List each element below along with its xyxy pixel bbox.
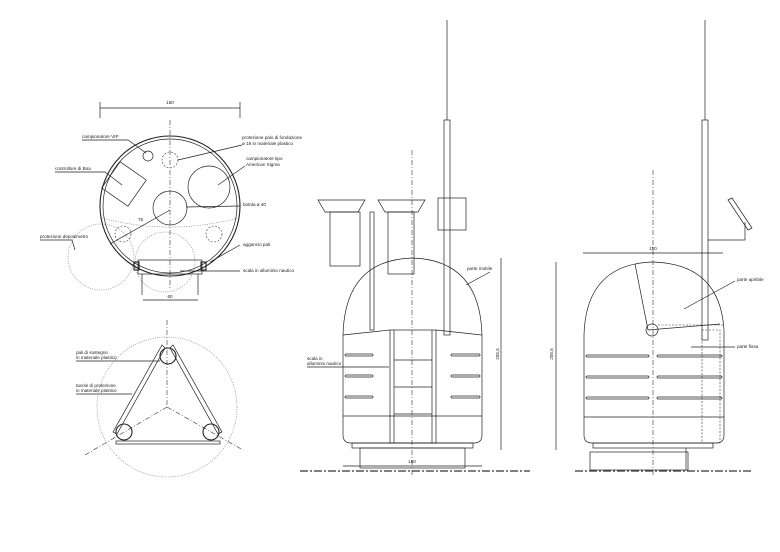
axis-line — [84, 406, 168, 456]
instrument-box — [437, 197, 467, 231]
mast — [701, 119, 709, 341]
label-opening-part: parte apribile — [737, 277, 764, 282]
axis-line — [166, 406, 244, 451]
sampler-funnel — [377, 199, 426, 213]
support-pole — [202, 423, 220, 441]
foundation-pole — [205, 225, 223, 243]
plan-view: 150 75 60 campionatore VIP protezione pa… — [40, 100, 302, 301]
label-vip-sampler: campionatore VIP — [82, 134, 119, 139]
side-view: 150 205,5 parte apribile parte fissa — [549, 20, 764, 475]
front-width-dim: 150 — [408, 459, 416, 464]
hook — [200, 261, 207, 271]
label-buoy-controller: controllore di Boa — [55, 166, 91, 171]
front-height-dim: 205,5 — [495, 348, 500, 360]
leader — [55, 171, 123, 186]
base-dim: 60 — [167, 294, 173, 299]
sigma-sampler — [187, 165, 231, 209]
sampler-funnel — [317, 199, 366, 213]
support-rod — [369, 211, 375, 331]
protection-board — [112, 344, 166, 435]
support-view: pali di sostegno in materiale plastico t… — [76, 320, 244, 478]
base-plate — [592, 442, 714, 449]
label-foundation-2: ø 18 in materiale plastico — [242, 141, 294, 146]
vip-sampler — [142, 150, 154, 162]
leader — [82, 139, 147, 154]
slots — [584, 354, 724, 418]
label-sigma-1: campionatore tipo — [246, 156, 283, 161]
label-pole-hook: aggancio pali — [243, 242, 270, 247]
label-deposimeter: protezione deposimetro — [40, 234, 88, 239]
sampler-body — [329, 211, 361, 267]
deposimeter-circle — [134, 231, 196, 293]
leader — [465, 271, 491, 286]
leader — [683, 280, 736, 310]
label-poles-2: in materiale plastico — [76, 355, 117, 360]
foundation-pole — [114, 225, 132, 243]
label-fixed-part: parte fissa — [737, 344, 759, 349]
solar-panel — [727, 197, 753, 231]
leader — [185, 205, 241, 208]
side-width-dim: 150 — [649, 246, 657, 251]
label-boards-2: in materiale plastico — [76, 388, 117, 393]
label-foundation-1: protezione palo di fondazione — [242, 135, 302, 140]
dome-edge — [342, 329, 391, 336]
leader — [177, 144, 243, 161]
label-hatch: botola ø 40 — [243, 202, 266, 207]
label-boards-1: tavole di protezione — [76, 383, 116, 388]
hinge — [645, 323, 659, 337]
label-ladder-1: scala in — [307, 356, 323, 361]
foundation — [359, 447, 466, 469]
leader — [40, 239, 76, 251]
base-plate — [351, 442, 474, 449]
protection-board — [115, 440, 221, 445]
protection-board — [169, 344, 223, 435]
label-ladder-plan: scala in alluminio nautico — [243, 268, 295, 273]
mast — [443, 119, 451, 336]
hatch — [152, 190, 188, 226]
front-view: 150 205,5 parte mobile scala in allumini… — [300, 20, 530, 475]
dome-edge — [435, 329, 483, 336]
label-poles-1: pali di sostegno — [76, 350, 108, 355]
dome — [583, 261, 725, 336]
deposimeter-circle — [67, 223, 135, 291]
label-ladder-2: alluminio nautico — [307, 361, 342, 366]
sampler-body — [387, 211, 415, 275]
plan-width-dim: 150 — [166, 100, 174, 105]
body — [342, 335, 483, 444]
slots — [343, 353, 482, 417]
support-pole — [115, 423, 133, 441]
hook — [133, 261, 140, 271]
hidden-line — [101, 217, 239, 228]
radius-line — [109, 209, 171, 245]
dome-mobile-part — [342, 257, 483, 336]
panel-arm — [708, 222, 746, 241]
foundation — [589, 451, 689, 471]
label-mobile-part: parte mobile — [467, 266, 493, 271]
buoy-controller — [101, 161, 147, 207]
opening-part — [634, 263, 721, 331]
radius-dim: 75 — [138, 217, 144, 222]
ladder-plan — [137, 259, 203, 275]
leader — [217, 165, 246, 186]
leader — [209, 244, 241, 263]
support-pole — [159, 347, 177, 365]
label-sigma-2: American Sigma — [246, 162, 280, 167]
side-height-dim: 205,5 — [549, 348, 554, 360]
ladder — [389, 329, 437, 444]
